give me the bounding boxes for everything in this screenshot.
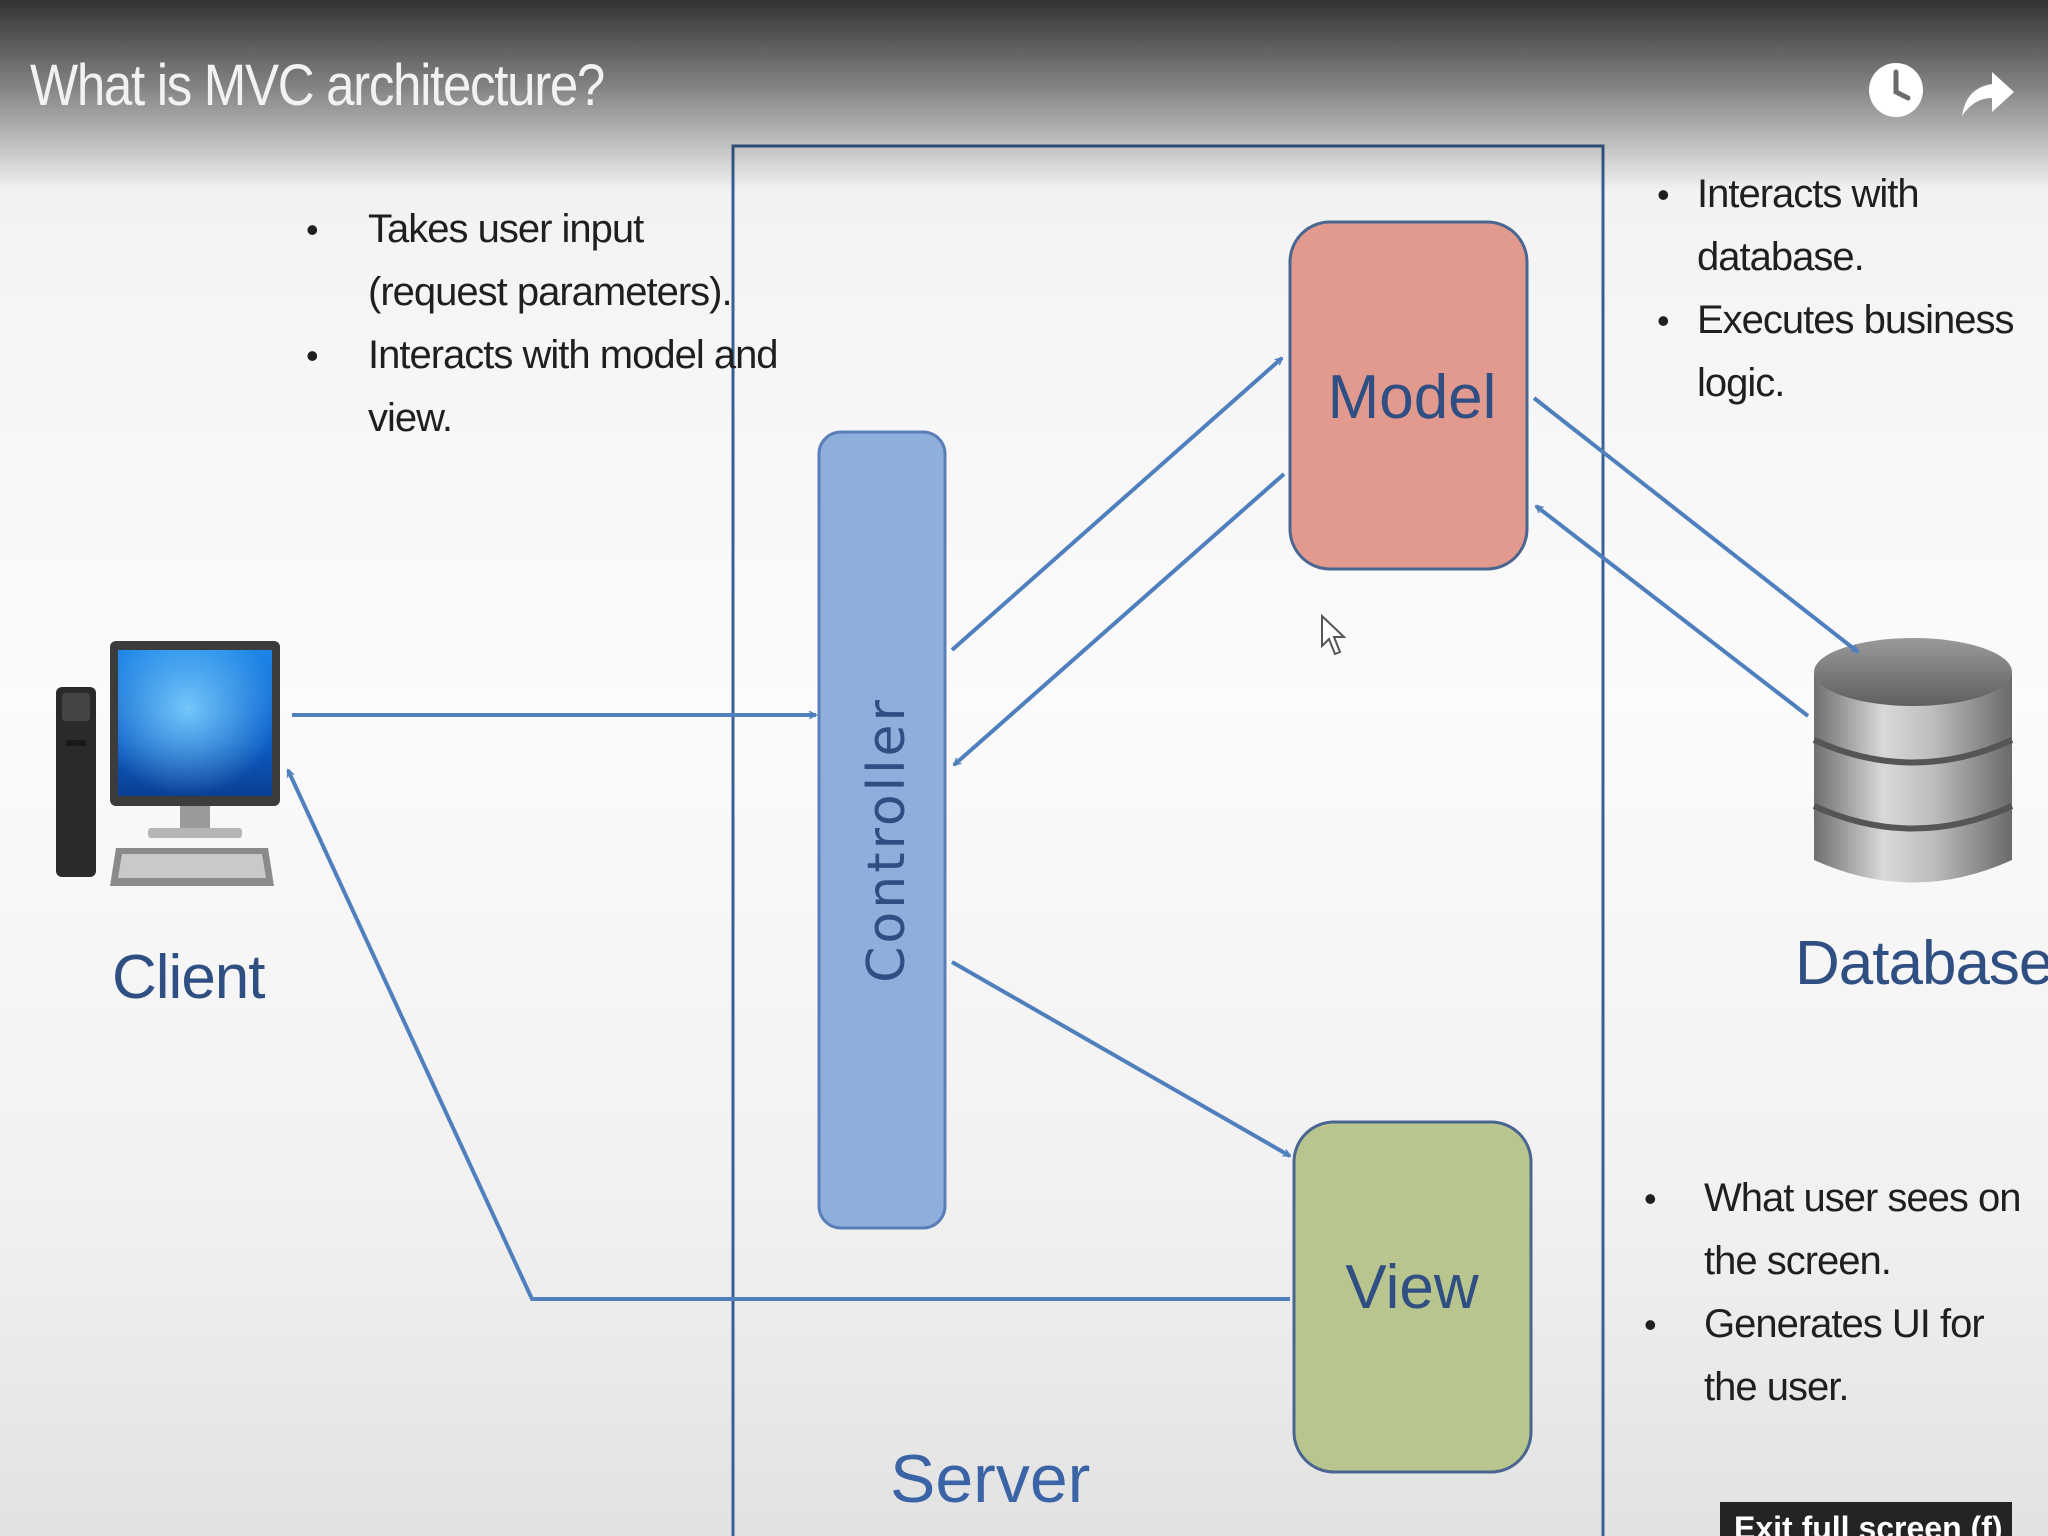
note-item: •Takes user input (request parameters). bbox=[306, 207, 733, 314]
note-text: Executes business logic. bbox=[1697, 298, 2015, 405]
note-item: •Interacts with model and view. bbox=[306, 333, 779, 440]
database-label: Database bbox=[1795, 929, 2048, 998]
note-text: Interacts with model and view. bbox=[368, 333, 779, 440]
edge-database-model bbox=[1536, 504, 1810, 718]
model-label: Model bbox=[1328, 363, 1497, 432]
edge-view-client bbox=[286, 770, 1290, 1301]
clock-icon[interactable] bbox=[1858, 52, 1934, 128]
note-text: Generates UI for the user. bbox=[1704, 1302, 1985, 1409]
server-label: Server bbox=[890, 1441, 1091, 1517]
edge-controller-view bbox=[951, 960, 1290, 1158]
note-text: Interacts with database. bbox=[1697, 172, 1920, 279]
exit-fullscreen-button[interactable]: Exit full screen (f) bbox=[1720, 1502, 2012, 1536]
edge-model-controller bbox=[954, 472, 1286, 767]
share-arrow-icon[interactable] bbox=[1948, 52, 2024, 128]
note-item: •What user sees on the screen. bbox=[1644, 1176, 2021, 1283]
model-notes: •Interacts with database. •Executes busi… bbox=[1657, 163, 2037, 415]
database-icon bbox=[1812, 638, 2014, 883]
edge-model-database bbox=[1532, 396, 1858, 654]
note-text: Takes user input (request parameters). bbox=[368, 207, 733, 314]
note-item: •Interacts with database. bbox=[1657, 172, 1920, 279]
note-item: •Executes business logic. bbox=[1657, 298, 2015, 405]
view-box bbox=[1292, 1120, 1533, 1474]
note-text: What user sees on the screen. bbox=[1704, 1176, 2021, 1283]
view-label: View bbox=[1345, 1253, 1478, 1322]
mouse-cursor-icon bbox=[1321, 614, 1346, 656]
client-label: Client bbox=[112, 943, 266, 1012]
controller-notes: •Takes user input (request parameters). … bbox=[306, 198, 788, 450]
title-overlay bbox=[0, 0, 2048, 190]
computer-icon bbox=[56, 641, 280, 886]
video-title: What is MVC architecture? bbox=[30, 53, 605, 118]
controller-label: Controller bbox=[857, 697, 917, 983]
controller-box bbox=[817, 430, 947, 1230]
view-notes: •What user sees on the screen. •Generate… bbox=[1644, 1167, 2034, 1419]
edge-controller-model bbox=[950, 356, 1282, 652]
model-box bbox=[1288, 220, 1529, 571]
note-item: •Generates UI for the user. bbox=[1644, 1302, 1985, 1409]
